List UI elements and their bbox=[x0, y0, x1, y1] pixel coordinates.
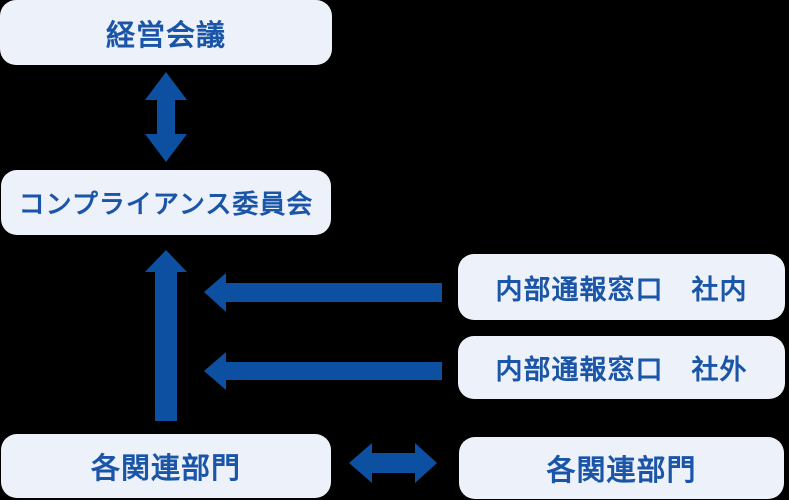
left-arrow-hotline-external-icon bbox=[204, 352, 442, 390]
node-compliance-committee-label: コンプライアンス委員会 bbox=[18, 190, 314, 220]
node-compliance-committee: コンプライアンス委員会 bbox=[1, 170, 331, 235]
node-management-meeting: 経営会議 bbox=[0, 0, 332, 65]
node-departments-left: 各関連部門 bbox=[1, 434, 331, 498]
node-hotline-external: 内部通報窓口 社外 bbox=[458, 336, 785, 399]
node-hotline-internal-label: 内部通報窓口 社内 bbox=[495, 274, 748, 306]
node-departments-right-label: 各関連部門 bbox=[546, 453, 697, 487]
left-arrow-hotline-internal-icon bbox=[204, 273, 442, 312]
node-hotline-external-label: 内部通報窓口 社外 bbox=[495, 355, 748, 386]
double-arrow-departments-icon bbox=[349, 443, 437, 483]
node-departments-right: 各関連部門 bbox=[459, 437, 784, 499]
node-hotline-internal: 内部通報窓口 社内 bbox=[458, 254, 785, 320]
node-management-meeting-label: 経営会議 bbox=[105, 17, 226, 52]
node-departments-left-label: 各関連部門 bbox=[90, 451, 241, 485]
double-arrow-management-compliance-icon bbox=[145, 72, 187, 162]
up-arrow-departments-to-compliance-icon bbox=[145, 250, 187, 421]
